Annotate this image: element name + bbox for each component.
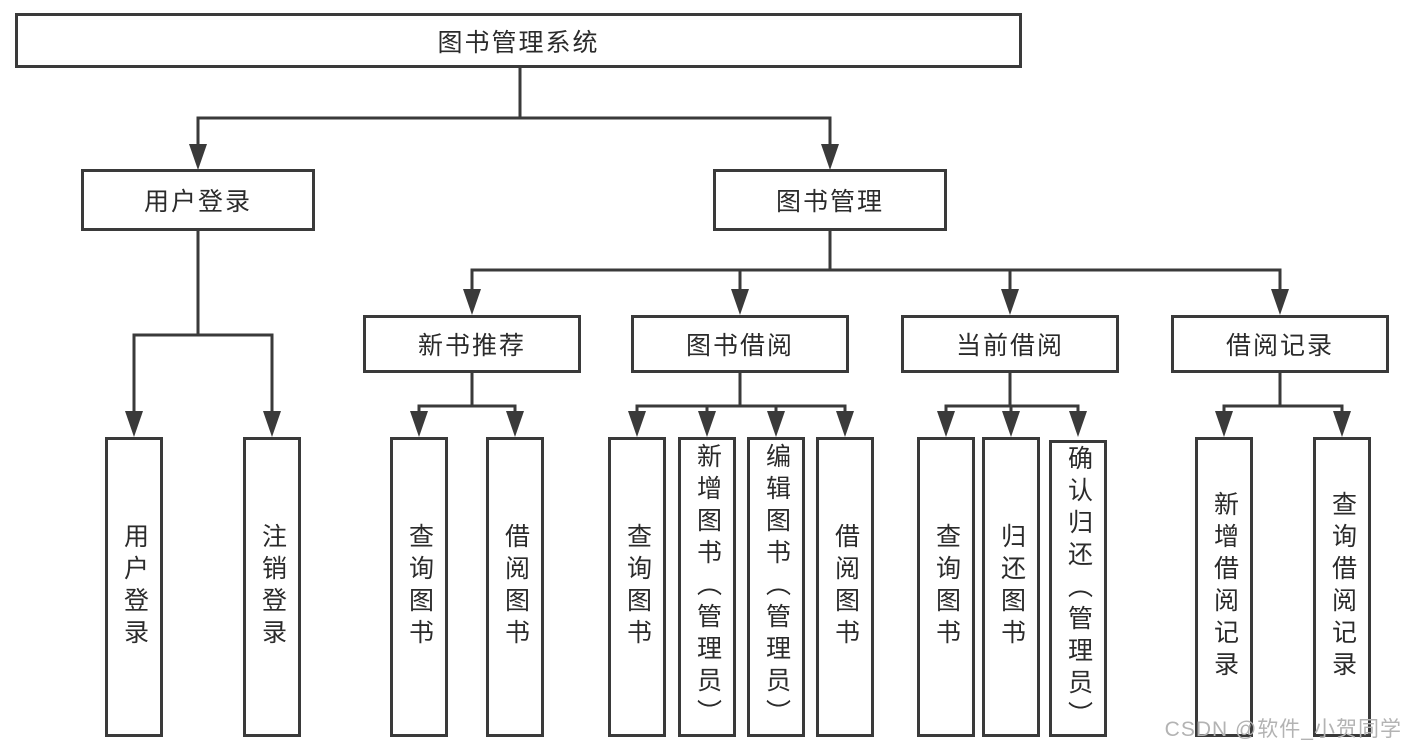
node-borrow-records: 借阅记录 (1171, 315, 1389, 373)
node-leaf-confirm-return-admin: 确认归还（管理员） (1049, 440, 1107, 737)
node-user-login: 用户登录 (81, 169, 315, 231)
node-leaf-user-login: 用户登录 (105, 437, 163, 737)
node-leaf-return-books: 归还图书 (982, 437, 1040, 737)
node-root: 图书管理系统 (15, 13, 1022, 68)
node-leaf-borrow-books-recommend: 借阅图书 (486, 437, 544, 737)
connector-new-book-recommend-branch (410, 373, 524, 437)
node-leaf-add-books-admin: 新增图书（管理员） (678, 437, 736, 737)
connector-root (189, 68, 839, 170)
connector-current-borrow-branch (937, 373, 1087, 437)
node-book-management: 图书管理 (713, 169, 947, 231)
connector-book-management-branch (463, 231, 1289, 315)
connector-user-login-branch (125, 231, 281, 437)
node-leaf-query-books-recommend: 查询图书 (390, 437, 448, 737)
node-leaf-logout: 注销登录 (243, 437, 301, 737)
node-leaf-query-books-borrow: 查询图书 (608, 437, 666, 737)
node-current-borrow: 当前借阅 (901, 315, 1119, 373)
node-leaf-edit-books-admin: 编辑图书（管理员） (747, 437, 805, 737)
watermark: CSDN @软件_小贺同学 (1164, 718, 1402, 741)
node-leaf-query-borrow-record: 查询借阅记录 (1313, 437, 1371, 737)
connector-borrow-records-branch (1215, 373, 1351, 437)
node-leaf-query-books-current: 查询图书 (917, 437, 975, 737)
node-new-book-recommend: 新书推荐 (363, 315, 581, 373)
connector-book-borrow-branch (628, 373, 854, 437)
node-leaf-add-borrow-record: 新增借阅记录 (1195, 437, 1253, 737)
node-leaf-borrow-books: 借阅图书 (816, 437, 874, 737)
node-book-borrow: 图书借阅 (631, 315, 849, 373)
